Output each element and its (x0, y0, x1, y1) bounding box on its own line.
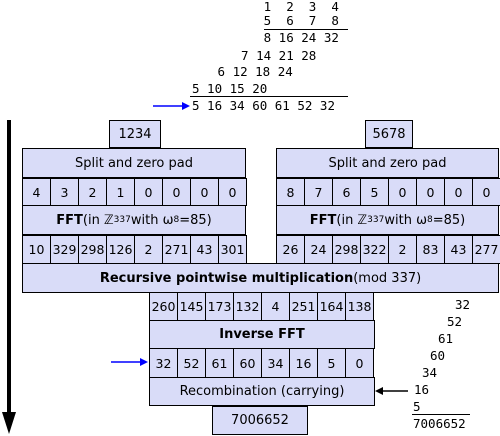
pointwise-cell-3: 132 (233, 292, 262, 321)
left-split-box: Split and zero pad (22, 148, 246, 178)
final-product-box: 7006652 (212, 406, 308, 435)
carry-row-2: 52 (447, 314, 463, 329)
recombination-box: Recombination (carrying) (149, 377, 375, 406)
left-fft-rest: (in ℤ (82, 212, 114, 228)
right-padded-cell-4: 0 (388, 178, 417, 206)
pointwise-cell-5: 251 (289, 292, 318, 321)
right-fft-cell-6: 43 (444, 235, 473, 264)
carry-row-7: 5 (413, 399, 421, 414)
left-fft-cell-0: 10 (22, 235, 51, 264)
right-fft-bold: FFT (309, 212, 337, 228)
inverse-cell-1: 52 (177, 348, 206, 378)
left-fft-cell-7: 301 (218, 235, 247, 264)
right-split-box: Split and zero pad (276, 148, 499, 178)
left-input-number: 1234 (109, 120, 161, 148)
schoolbook-row-5: 6 12 18 24 (210, 64, 293, 79)
carry-row-5: 34 (422, 365, 438, 380)
inverse-cell-4: 34 (261, 348, 290, 378)
right-fft-with: with ω (384, 212, 427, 228)
carry-sum-rule (412, 414, 470, 415)
right-fft-cell-3: 322 (360, 235, 389, 264)
left-padded-cell-0: 4 (22, 178, 51, 206)
carry-row-1: 32 (455, 297, 471, 312)
left-padded-cell-4: 0 (134, 178, 163, 206)
right-fft-rest: (in ℤ (336, 212, 368, 228)
right-padded-cell-7: 0 (472, 178, 500, 206)
left-padded-cell-2: 2 (78, 178, 107, 206)
pointwise-cell-1: 145 (177, 292, 206, 321)
pointwise-multiplication-box: Recursive pointwise multiplication (mod … (22, 263, 499, 293)
right-fft-cell-4: 2 (388, 235, 417, 264)
inverse-cell-6: 5 (317, 348, 346, 378)
left-padded-cell-1: 3 (50, 178, 79, 206)
blue-arrow-bottom-icon (111, 358, 148, 366)
left-padded-cell-6: 0 (190, 178, 219, 206)
right-padded-cell-3: 5 (360, 178, 389, 206)
right-padded-cell-1: 7 (304, 178, 333, 206)
pointwise-cell-7: 138 (345, 292, 374, 321)
inverse-cell-7: 0 (345, 348, 374, 378)
left-fft-cell-1: 329 (50, 235, 79, 264)
schoolbook-row-1: 1 2 3 4 (226, 0, 339, 14)
schoolbook-rule-2 (190, 96, 348, 97)
schoolbook-product-row: 5 16 34 60 61 52 32 (192, 98, 335, 113)
carry-row-6: 16 (414, 382, 430, 397)
inverse-cell-3: 60 (233, 348, 262, 378)
right-fft-modulus: 337 (367, 215, 385, 225)
inverse-cell-5: 16 (289, 348, 318, 378)
pointwise-cell-4: 4 (261, 292, 290, 321)
blue-arrow-top-icon (153, 102, 190, 110)
left-fft-cell-3: 126 (106, 235, 135, 264)
schoolbook-rule-1 (264, 29, 348, 30)
right-padded-cell-0: 8 (276, 178, 305, 206)
left-padded-cell-3: 1 (106, 178, 135, 206)
right-padded-cell-6: 0 (444, 178, 473, 206)
right-fft-omega-val: =85) (432, 212, 466, 228)
left-fft-omega-sub: 8 (173, 215, 180, 225)
right-input-number: 5678 (365, 120, 413, 148)
schoolbook-row-6: 5 10 15 20 (192, 81, 268, 96)
pointwise-cell-0: 260 (149, 292, 178, 321)
left-padded-cell-5: 0 (162, 178, 191, 206)
right-fft-cell-5: 83 (416, 235, 445, 264)
schoolbook-row-2: 5 6 7 8 (226, 13, 339, 28)
left-fft-cell-4: 2 (134, 235, 163, 264)
left-padded-cell-7: 0 (218, 178, 247, 206)
inverse-cell-2: 61 (205, 348, 234, 378)
right-fft-omega-sub: 8 (426, 215, 433, 225)
right-fft-cell-2: 298 (332, 235, 361, 264)
pointwise-label-rest: (mod 337) (353, 270, 422, 286)
left-fft-with: with ω (130, 212, 174, 228)
left-fft-cell-5: 271 (162, 235, 191, 264)
carry-row-4: 60 (430, 348, 446, 363)
left-fft-cell-2: 298 (78, 235, 107, 264)
pointwise-cell-6: 164 (317, 292, 346, 321)
carry-arrow-icon (375, 387, 408, 395)
pointwise-cell-2: 173 (205, 292, 234, 321)
right-fft-cell-7: 277 (472, 235, 500, 264)
flow-down-arrow-icon (2, 120, 16, 434)
inverse-cell-0: 32 (149, 348, 178, 378)
left-fft-modulus: 337 (113, 215, 131, 225)
right-padded-cell-5: 0 (416, 178, 445, 206)
left-fft-cell-6: 43 (190, 235, 219, 264)
schoolbook-row-3: 8 16 24 32 (226, 30, 339, 45)
left-fft-bold: FFT (56, 212, 83, 228)
carry-row-3: 61 (438, 331, 454, 346)
inverse-fft-box: Inverse FFT (149, 320, 375, 349)
right-padded-cell-2: 6 (332, 178, 361, 206)
carry-sum-total: 7006652 (413, 416, 466, 431)
right-fft-cell-0: 26 (276, 235, 305, 264)
schoolbook-row-4: 7 14 21 28 (226, 48, 317, 63)
right-fft-cell-1: 24 (304, 235, 333, 264)
left-fft-omega-val: =85) (179, 212, 212, 228)
pointwise-label-bold: Recursive pointwise multiplication (99, 270, 354, 286)
